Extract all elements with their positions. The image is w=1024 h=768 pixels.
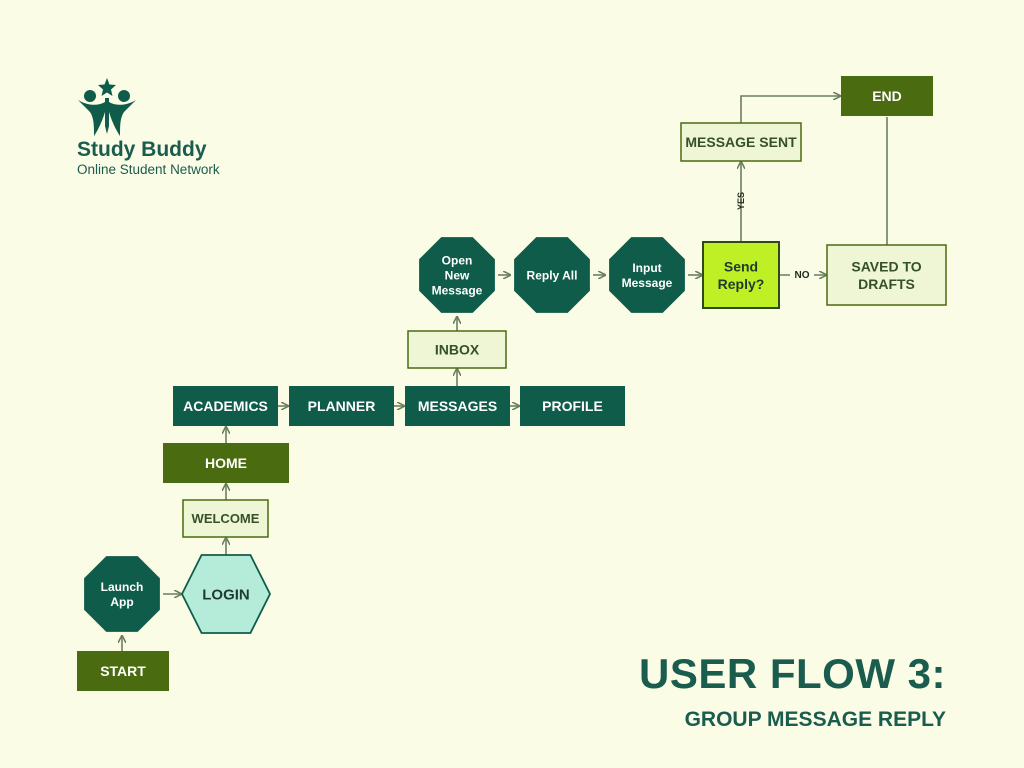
node-shape	[680, 122, 802, 162]
node-shape	[405, 386, 510, 426]
edge-label-yes: YES	[736, 192, 746, 210]
node-shape	[702, 241, 780, 309]
flow-subheading: GROUP MESSAGE REPLY	[684, 708, 946, 731]
node-shape	[84, 556, 160, 632]
node-messages: MESSAGES	[405, 386, 510, 426]
node-shape	[826, 244, 947, 306]
node-shape	[609, 237, 685, 313]
node-start: START	[77, 651, 169, 691]
node-label: WELCOME	[192, 511, 260, 526]
node-welcome: WELCOME	[182, 499, 269, 538]
brand-name: Study Buddy	[77, 138, 207, 161]
node-label: ACADEMICS	[183, 398, 268, 414]
node-label: END	[872, 88, 902, 104]
node-shape	[841, 76, 933, 116]
node-label: PROFILE	[542, 398, 603, 414]
brand-tagline: Online Student Network	[77, 162, 220, 177]
node-label: MESSAGES	[418, 398, 497, 414]
node-label: INBOX	[435, 342, 480, 358]
node-planner: PLANNER	[289, 386, 394, 426]
node-login: LOGIN	[180, 554, 272, 634]
node-shape	[514, 237, 590, 313]
node-shape	[419, 237, 495, 313]
node-reply-all: Reply All	[514, 237, 590, 313]
node-label: PLANNER	[308, 398, 376, 414]
flow-heading: USER FLOW 3:	[639, 650, 946, 697]
node-label: MESSAGE SENT	[685, 134, 797, 150]
node-shape	[520, 386, 625, 426]
node-shape	[173, 386, 278, 426]
edge-label-bg	[790, 267, 814, 282]
node-label: HOME	[205, 455, 247, 471]
node-profile: PROFILE	[520, 386, 625, 426]
node-message-sent: MESSAGE SENT	[680, 122, 802, 162]
node-label: Reply All	[527, 268, 578, 282]
node-shape	[289, 386, 394, 426]
node-inbox: INBOX	[407, 330, 507, 369]
study-buddy-logo-icon	[78, 78, 136, 136]
node-shape	[407, 330, 507, 369]
node-shape	[163, 443, 289, 483]
edge-sent-to-end	[740, 96, 840, 123]
node-academics: ACADEMICS	[173, 386, 278, 426]
node-shape	[77, 651, 169, 691]
edge-label-no: NO	[795, 270, 810, 281]
node-shape	[180, 554, 272, 634]
node-label: LOGIN	[202, 586, 250, 603]
node-label: START	[100, 663, 146, 679]
node-home: HOME	[163, 443, 289, 483]
node-shape	[182, 499, 269, 538]
node-end: END	[841, 76, 933, 116]
